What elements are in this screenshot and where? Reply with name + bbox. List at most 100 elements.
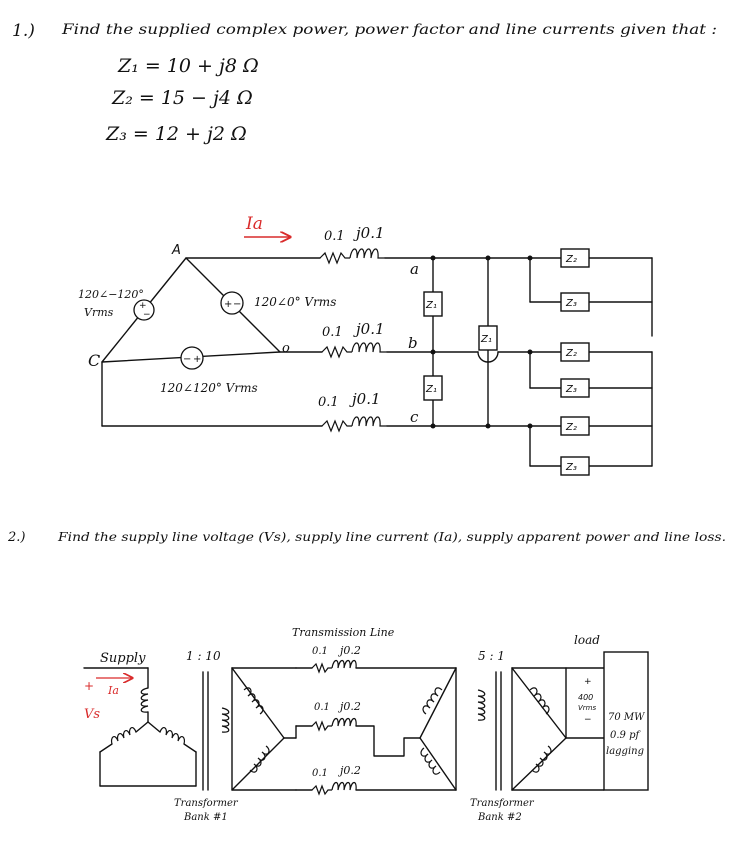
z3-label-c: Z₃: [565, 462, 577, 473]
load-plus: +: [584, 677, 592, 687]
z1-ca-label: Z₁: [480, 334, 492, 345]
z2-box-c: [560, 416, 590, 436]
tb2-label-line1: Transformer: [470, 798, 535, 809]
power-system-circuit-2: Supply 1 : 10 Transmission Line 5 : 1 lo…: [83, 626, 649, 823]
svg-text:+: +: [193, 354, 201, 365]
tl2-r-label: 0.1: [314, 702, 330, 713]
delta2-coil-lower: [420, 747, 441, 775]
z3-box-a: [560, 292, 590, 312]
tl3-inductor: [331, 781, 357, 791]
line-label-a: a: [410, 260, 419, 278]
current-label-ia: Ia: [245, 214, 263, 234]
junction: [527, 255, 533, 261]
load-delta-coil-lower: [531, 745, 552, 773]
line-label-b: b: [408, 334, 418, 352]
line-c-x-label: j0.1: [349, 390, 381, 408]
problem1-number: 1.): [12, 21, 35, 41]
tb1-label-line2: Bank #1: [183, 812, 228, 823]
svg-text:−: −: [233, 299, 241, 310]
load-minus: −: [584, 715, 592, 725]
z3-equation: Z₃ = 12 + j2 Ω: [105, 123, 247, 145]
supply-y-right-leg: [147, 721, 161, 733]
source-ab-label: 120∠0° Vrms: [254, 295, 336, 309]
load-delta-coil-upper: [529, 687, 550, 715]
load-delta-diag-bottom: [511, 737, 567, 791]
z3-box-c: [560, 456, 590, 476]
delta1-diag-top: [231, 667, 285, 739]
node-label-c: C: [88, 351, 100, 370]
load-voltage: 400: [578, 693, 593, 702]
z3-box-b: [560, 378, 590, 398]
delta2-diag-bottom: [419, 737, 457, 791]
load-lagging: lagging: [606, 746, 644, 757]
line-a-impedance: [319, 248, 385, 265]
junction: [527, 423, 533, 429]
z3-label-b: Z₃: [565, 384, 577, 395]
tl2-inductor: [331, 717, 357, 727]
source-bc-label: 120∠120° Vrms: [160, 381, 258, 395]
z2-box-b: [560, 342, 590, 362]
delta1-coil-lower: [249, 745, 270, 773]
junction: [485, 255, 491, 261]
z2-box-a: [560, 248, 590, 268]
z1-bc-box: [423, 375, 443, 401]
ratio-1: 1 : 10: [186, 649, 221, 663]
tb2-label-line2: Bank #2: [477, 812, 522, 823]
z1-ab-label: Z₁: [425, 300, 437, 311]
delta2-diag-top: [419, 667, 457, 739]
load-power: 70 MW: [608, 712, 645, 723]
ratio-2: 5 : 1: [478, 649, 505, 663]
supply-coil-right: [159, 727, 186, 745]
tl1-x-label: j0.2: [337, 644, 361, 657]
delta2-coil-upper: [422, 687, 443, 715]
three-phase-circuit-1: 0.1 j0.1 0.1 j0.1 0.1 j0.1 Ia A C o a b …: [78, 214, 653, 476]
z1-equation: Z₁ = 10 + j8 Ω: [117, 55, 259, 77]
tl3-r-label: 0.1: [312, 768, 328, 779]
line-b-r-label: 0.1: [322, 325, 343, 340]
load-box: [603, 651, 649, 791]
tl3-resistor: [311, 784, 332, 796]
delta1-left-bottom: [231, 667, 297, 791]
z2-label-b: Z₂: [565, 348, 577, 359]
supply-coil-top: [140, 687, 149, 713]
line-c-impedance: [321, 416, 387, 433]
tl2-x-label: j0.2: [337, 700, 361, 713]
line-c-r-label: 0.1: [318, 395, 339, 410]
load-label: load: [574, 633, 600, 647]
junction: [527, 349, 533, 355]
supply-label: Supply: [100, 651, 146, 666]
tb2-primary-coil: [477, 689, 486, 721]
problem2-statement: Find the supply line voltage (Vs), suppl…: [57, 530, 726, 544]
z1-ab-box: [423, 291, 443, 317]
tl1-r-label: 0.1: [312, 646, 328, 657]
tb1-secondary-coil: [221, 707, 230, 733]
source-ca: + −: [133, 299, 155, 321]
z3-label-a: Z₃: [565, 298, 577, 309]
load-power-factor: 0.9 pf: [610, 730, 641, 741]
svg-text:+: +: [224, 299, 232, 310]
line-a-r-label: 0.1: [324, 229, 345, 244]
junction: [430, 255, 436, 261]
z1-bc-label: Z₁: [425, 384, 437, 395]
load-delta-diag-top: [511, 667, 567, 739]
supply-vs-label: Vs: [84, 707, 100, 722]
junction: [485, 423, 491, 429]
junction: [430, 349, 436, 355]
line-a-x-label: j0.1: [353, 224, 385, 242]
tl2-resistor: [311, 720, 332, 732]
z2-label-c: Z₂: [565, 422, 577, 433]
tl1-resistor: [311, 662, 332, 674]
tb1-label-line1: Transformer: [174, 798, 239, 809]
problem2-number: 2.): [7, 530, 25, 545]
source-ca-unit: Vrms: [84, 306, 114, 319]
source-bc: − +: [180, 346, 204, 370]
source-ca-label: 120∠−120°: [78, 288, 144, 301]
tl3-x-label: j0.2: [337, 764, 361, 777]
supply-plus: +: [84, 679, 94, 693]
transmission-line-title: Transmission Line: [292, 626, 395, 639]
z2-equation: Z₂ = 15 − j4 Ω: [111, 87, 253, 109]
line-b-x-label: j0.1: [353, 320, 385, 338]
supply-y-left-end: [99, 743, 113, 753]
tl1-inductor: [331, 659, 357, 669]
